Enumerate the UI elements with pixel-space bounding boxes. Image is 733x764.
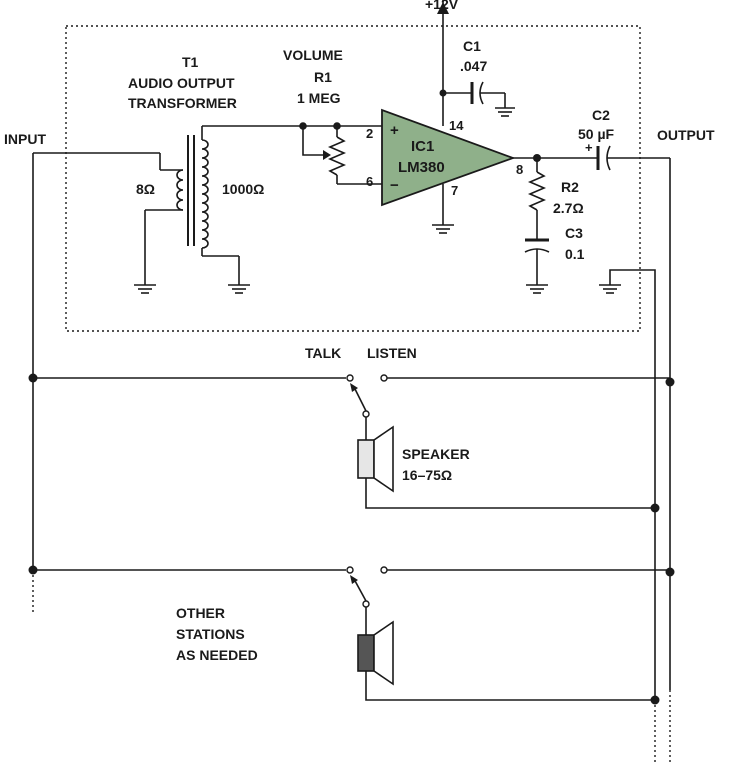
ic1-part-label: LM380 [398,159,445,176]
c2-ref-label: C2 [592,107,610,123]
speaker-icon [357,425,394,493]
talk-contact-1 [346,374,354,382]
supply-label: +12V [425,0,459,12]
r2-ref-label: R2 [561,179,579,195]
input-label: INPUT [4,131,46,147]
speaker-2-icon [357,620,394,686]
talk-listen-switch-2[interactable] [353,578,367,602]
r1-wiper-arrow [323,150,331,160]
r1-ref-label: R1 [314,69,332,85]
c3-ref-label: C3 [565,225,583,241]
r1-value-label: 1 MEG [297,90,341,106]
ic1-amplifier [381,108,516,207]
pin-8-label: 8 [516,162,523,177]
output-label: OUTPUT [657,127,715,143]
t1-secondary-coil [201,139,209,249]
pin-14-label: 14 [449,118,464,133]
r2-resistor [527,171,547,211]
c2-value-label: 50 µF [578,126,615,142]
t1-ref-label: T1 [182,54,199,70]
talk-label: TALK [305,345,341,361]
speaker-return-wire-1 [365,478,655,509]
pin-6-label: 6 [366,174,373,189]
pin-7-ground-icon [432,224,454,234]
supply-arrow [437,2,449,14]
amplifier-enclosure [65,25,641,332]
pin-7-label: 7 [451,183,458,198]
listen-contact-1 [380,374,388,382]
listen-label: LISTEN [367,345,417,361]
speaker-return-wire-2 [365,671,655,701]
t1-primary-label: 8Ω [136,181,155,197]
t1-label-line1: AUDIO OUTPUT [128,75,235,91]
switch-arrow-1 [350,383,358,392]
other-stations-line3: AS NEEDED [176,647,258,663]
output-bus-junction-2 [665,567,675,577]
r1-resistor [327,136,347,176]
c1-ref-label: C1 [463,38,481,54]
switch-pivot-1 [362,410,370,418]
pin-2-label: 2 [366,126,373,141]
talk-listen-switch-1[interactable] [353,386,367,412]
other-stations-line2: STATIONS [176,626,245,642]
return-ground-icon [599,284,621,294]
ic1-plus: + [390,122,399,139]
c2-plus: + [585,140,593,155]
speaker-label: SPEAKER [402,446,470,462]
c1-value-label: .047 [460,58,487,74]
ic1-minus: − [390,177,399,194]
ground-bus-junction-1 [650,503,660,513]
c1-ground-icon [495,107,515,117]
c3-ground-icon [526,284,548,294]
c3-value-label: 0.1 [565,246,585,262]
volume-label: VOLUME [283,47,343,63]
t1-primary-coil [176,169,184,211]
t1-secondary-label: 1000Ω [222,181,264,197]
ic1-ref-label: IC1 [411,138,434,155]
output-bus-junction-1 [665,377,675,387]
r1-wiper-lead [302,126,323,156]
r2-value-label: 2.7Ω [553,200,584,216]
switch-arrow-2 [350,575,358,584]
t1-primary-ground-icon [134,284,156,294]
t1-core [187,135,195,246]
listen-contact-2 [380,566,388,574]
ground-return-wire [609,269,656,700]
t1-secondary-ground-icon [228,284,250,294]
switch-pivot-2 [362,600,370,608]
talk-contact-2 [346,566,354,574]
t1-label-line2: TRANSFORMER [128,95,237,111]
speaker-range-label: 16–75Ω [402,467,452,483]
other-stations-line1: OTHER [176,605,225,621]
